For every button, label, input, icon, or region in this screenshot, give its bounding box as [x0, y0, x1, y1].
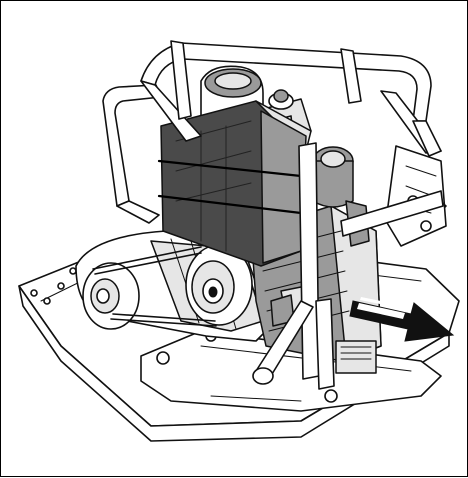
mount-bolt	[324, 389, 338, 403]
bolt-hole	[30, 289, 38, 297]
oil-drain	[335, 340, 377, 374]
frame-post	[298, 142, 320, 380]
mount-bolt	[156, 351, 170, 365]
v-belt	[92, 246, 217, 327]
arrow-right-down-icon	[349, 297, 455, 342]
bolt-hole	[43, 297, 51, 305]
bolt-hole	[69, 267, 77, 275]
drive-assembly	[82, 244, 253, 330]
guard-frame	[102, 40, 447, 390]
tank-strap	[157, 159, 303, 215]
bolt-hole	[57, 282, 65, 290]
